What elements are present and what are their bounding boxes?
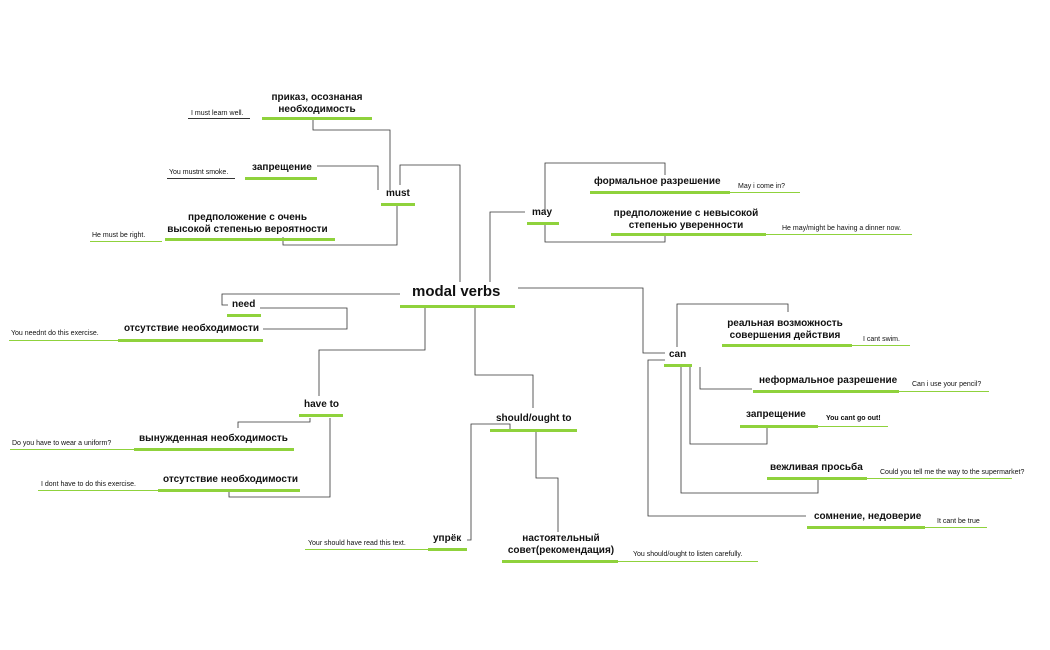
must-underline bbox=[381, 203, 415, 206]
connector-root-must bbox=[399, 164, 461, 282]
connector-must-m3 bbox=[282, 205, 398, 246]
should-example-1-underline bbox=[305, 549, 428, 550]
can-meaning-1[interactable]: реальная возможность совершения действия bbox=[727, 318, 843, 341]
can-example-1-underline bbox=[852, 345, 910, 346]
can-example-3-underline bbox=[818, 426, 888, 427]
have-to-underline bbox=[299, 414, 343, 417]
have-to-meaning-1[interactable]: вынужденная необходимость bbox=[139, 433, 288, 444]
have-to-example-1: Do you have to wear a uniform? bbox=[12, 440, 112, 447]
should-underline bbox=[490, 429, 577, 432]
should-example-2-underline bbox=[618, 561, 758, 562]
should-meaning-2-underline bbox=[502, 560, 618, 563]
can-example-2-underline bbox=[899, 391, 989, 392]
need-underline bbox=[227, 314, 261, 317]
can-meaning-5[interactable]: сомнение, недоверие bbox=[814, 511, 922, 522]
may-underline bbox=[527, 222, 559, 225]
can-meaning-4[interactable]: вежливая просьба bbox=[770, 462, 863, 473]
should-meaning-2[interactable]: настоятельный совет(рекомендация) bbox=[507, 533, 615, 556]
must-example-3-underline bbox=[90, 241, 162, 242]
need-meaning-1-underline bbox=[118, 339, 263, 342]
need-meaning-1[interactable]: отсутствие необходимости bbox=[124, 323, 259, 334]
connector-should-m2 bbox=[535, 430, 559, 532]
connector-can-m2 bbox=[699, 367, 752, 390]
can-node[interactable]: can bbox=[669, 349, 687, 360]
need-node[interactable]: need bbox=[232, 299, 256, 310]
must-example-3: He must be right. bbox=[92, 232, 146, 239]
connector-haveto-m1 bbox=[237, 418, 311, 428]
should-meaning-1[interactable]: упрёк bbox=[433, 533, 462, 544]
connector-root-need bbox=[221, 293, 400, 306]
may-example-2-underline bbox=[766, 234, 912, 235]
connector-may-m1 bbox=[544, 162, 666, 210]
connector-can-m5 bbox=[647, 359, 806, 517]
must-meaning-3-underline bbox=[165, 238, 335, 241]
may-meaning-1[interactable]: формальное разрешение bbox=[594, 176, 721, 187]
may-example-2: He may/might be having a dinner now. bbox=[782, 225, 902, 232]
may-node[interactable]: may bbox=[532, 207, 553, 218]
should-node[interactable]: should/ought to bbox=[496, 413, 572, 424]
can-example-5: It cant be true bbox=[937, 518, 980, 525]
root-node[interactable]: modal verbs bbox=[412, 283, 501, 300]
connector-may-m2 bbox=[544, 224, 666, 243]
can-underline bbox=[664, 364, 692, 367]
connector-root-can bbox=[518, 287, 665, 354]
have-to-example-2: I dont have to do this exercise. bbox=[41, 481, 136, 488]
connector-root-should bbox=[474, 307, 534, 408]
can-example-4-underline bbox=[867, 478, 1012, 479]
must-meaning-2-underline bbox=[245, 177, 317, 180]
can-example-1: I cant swim. bbox=[863, 336, 900, 343]
can-meaning-3[interactable]: запрещение bbox=[746, 409, 806, 420]
connector-root-may bbox=[489, 211, 525, 282]
must-example-2-underline bbox=[167, 178, 235, 179]
must-example-1-underline bbox=[188, 118, 250, 119]
may-meaning-2[interactable]: предположение с невысокой степенью увере… bbox=[613, 208, 759, 231]
must-meaning-2[interactable]: запрещение bbox=[252, 162, 312, 173]
connector-need-m1 bbox=[260, 307, 348, 330]
connector-should-m1 bbox=[467, 423, 511, 541]
must-meaning-1-underline bbox=[262, 117, 372, 120]
can-meaning-1-underline bbox=[722, 344, 852, 347]
have-to-node[interactable]: have to bbox=[304, 399, 340, 410]
connector-root-haveto bbox=[318, 307, 426, 396]
can-meaning-2-underline bbox=[753, 390, 899, 393]
can-example-5-underline bbox=[925, 527, 987, 528]
connector-must-m1 bbox=[312, 120, 391, 190]
connector-haveto-m2 bbox=[228, 418, 331, 498]
can-example-3: You cant go out! bbox=[826, 415, 881, 422]
connector-can-m3 bbox=[689, 367, 768, 445]
have-to-meaning-1-underline bbox=[134, 448, 294, 451]
may-meaning-1-underline bbox=[590, 191, 730, 194]
may-example-1: May i come in? bbox=[738, 183, 786, 190]
connector-can-m1 bbox=[676, 303, 789, 347]
root-underline bbox=[400, 305, 515, 308]
have-to-example-2-underline bbox=[38, 490, 158, 491]
have-to-meaning-2-underline bbox=[158, 489, 300, 492]
connector-must-m2 bbox=[317, 165, 379, 190]
may-meaning-2-underline bbox=[611, 233, 766, 236]
can-meaning-2[interactable]: неформальное разрешение bbox=[759, 375, 898, 386]
need-example-1: You neednt do this exercise. bbox=[11, 330, 99, 337]
have-to-meaning-2[interactable]: отсутствие необходимости bbox=[163, 474, 298, 485]
can-meaning-5-underline bbox=[807, 526, 925, 529]
must-meaning-3[interactable]: предположение с очень высокой степенью в… bbox=[167, 212, 328, 235]
can-meaning-3-underline bbox=[740, 425, 818, 428]
may-example-1-underline bbox=[730, 192, 800, 193]
can-example-4: Could you tell me the way to the superma… bbox=[880, 469, 1025, 476]
connector-can-m4 bbox=[680, 367, 819, 494]
must-example-2: You mustnt smoke. bbox=[169, 169, 229, 176]
must-node[interactable]: must bbox=[386, 188, 410, 199]
should-example-1: Your should have read this text. bbox=[308, 540, 406, 547]
need-example-1-underline bbox=[9, 340, 118, 341]
must-example-1: I must learn well. bbox=[191, 110, 244, 117]
should-meaning-1-underline bbox=[428, 548, 467, 551]
can-meaning-4-underline bbox=[767, 477, 867, 480]
must-meaning-1[interactable]: приказ, осознаная необходимость bbox=[271, 92, 363, 115]
have-to-example-1-underline bbox=[10, 449, 134, 450]
should-example-2: You should/ought to listen carefully. bbox=[633, 551, 743, 558]
can-example-2: Can i use your pencil? bbox=[912, 381, 982, 388]
